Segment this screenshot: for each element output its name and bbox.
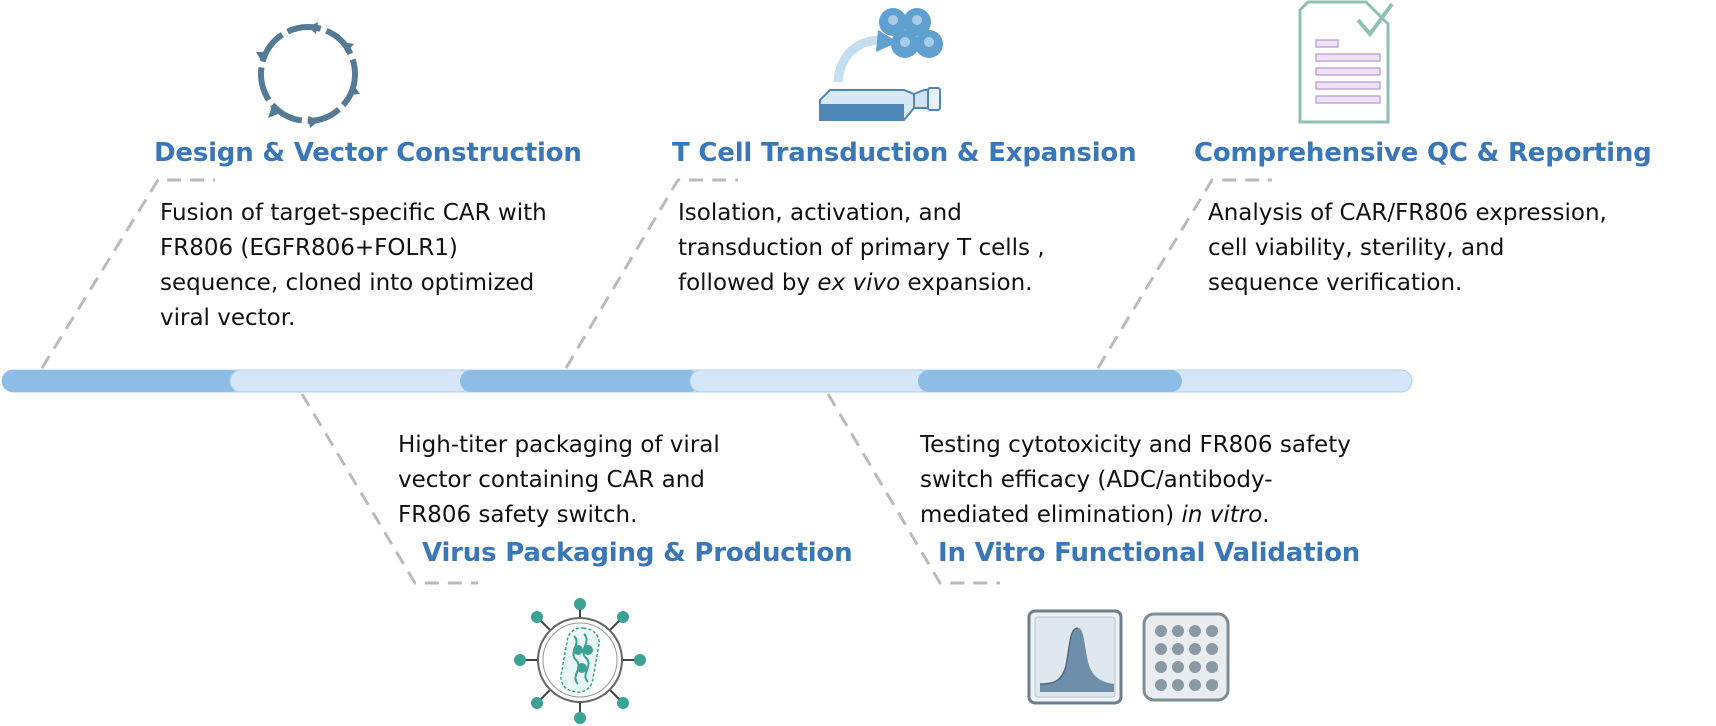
- step-4-line-3-prefix: mediated elimination): [920, 502, 1182, 528]
- timeline-segment-2: [229, 369, 471, 393]
- step-1-line-3: sequence, cloned into optimized: [160, 270, 535, 296]
- step-5-line-3: sequence verification.: [1208, 270, 1463, 296]
- timeline-bar: [1, 369, 1413, 393]
- step-3-line-3: followed by ex vivo expansion.: [678, 266, 1045, 301]
- plasmid-icon: [256, 22, 360, 128]
- step-1-line-1: Fusion of target-specific CAR with: [160, 200, 547, 226]
- step-5-line-2: cell viability, sterility, and: [1208, 235, 1505, 261]
- step-4-line-2: switch efficacy (ADC/antibody-: [920, 467, 1273, 493]
- step-3-description: Isolation, activation, and transduction …: [678, 196, 1045, 301]
- cell-culture-flask-icon: [819, 8, 943, 121]
- connector-step-3: [564, 178, 738, 369]
- step-3-line-3-suffix: expansion.: [900, 270, 1033, 296]
- step-2-title: Virus Packaging & Production: [422, 538, 853, 568]
- step-4-line-3: mediated elimination) in vitro.: [920, 498, 1351, 533]
- connector-step-4: [826, 393, 1000, 585]
- step-5-title: Comprehensive QC & Reporting: [1194, 138, 1652, 168]
- step-3-line-3-italic: ex vivo: [817, 270, 901, 296]
- step-1-line-2: FR806 (EGFR806+FOLR1): [160, 235, 458, 261]
- step-4-line-1: Testing cytotoxicity and FR806 safety: [920, 432, 1351, 458]
- step-5-description: Analysis of CAR/FR806 expression, cell v…: [1208, 196, 1607, 301]
- step-3-line-1: Isolation, activation, and: [678, 200, 962, 226]
- timeline-segment-1: [2, 370, 242, 392]
- timeline-segment-4: [689, 369, 931, 393]
- connector-step-2: [300, 393, 478, 585]
- timeline-segment-3: [460, 370, 700, 392]
- connector-step-5: [1096, 178, 1272, 369]
- step-2-line-3: FR806 safety switch.: [398, 502, 638, 528]
- qc-report-icon: [1298, 0, 1394, 124]
- assay-plate-icon: [1027, 609, 1230, 705]
- step-4-description: Testing cytotoxicity and FR806 safety sw…: [920, 428, 1351, 533]
- virus-icon: [514, 598, 646, 724]
- step-4-line-3-italic: in vitro: [1181, 502, 1263, 528]
- step-3-line-2: transduction of primary T cells ,: [678, 235, 1045, 261]
- step-2-line-2: vector containing CAR and: [398, 467, 705, 493]
- step-1-title: Design & Vector Construction: [154, 138, 582, 168]
- step-2-line-1: High-titer packaging of viral: [398, 432, 720, 458]
- step-1-description: Fusion of target-specific CAR with FR806…: [160, 196, 547, 336]
- step-5-line-1: Analysis of CAR/FR806 expression,: [1208, 200, 1607, 226]
- step-3-title: T Cell Transduction & Expansion: [672, 138, 1137, 168]
- step-4-line-3-suffix: .: [1262, 502, 1270, 528]
- step-4-title: In Vitro Functional Validation: [938, 538, 1361, 568]
- connector-step-1: [40, 178, 215, 369]
- step-2-description: High-titer packaging of viral vector con…: [398, 428, 720, 533]
- timeline-segment-5: [918, 370, 1182, 392]
- step-3-line-3-prefix: followed by: [678, 270, 818, 296]
- step-1-line-4: viral vector.: [160, 305, 296, 331]
